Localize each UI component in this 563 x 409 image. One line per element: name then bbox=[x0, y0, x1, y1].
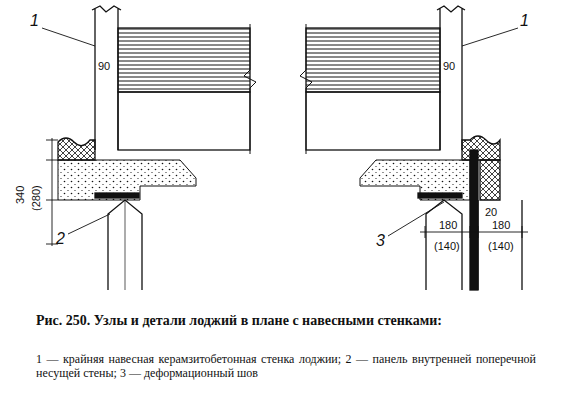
callout-number: 2 bbox=[56, 230, 65, 248]
callout-number: 1 bbox=[30, 12, 39, 30]
legend-text: 1 — крайняя навесная керамзитобетонная с… bbox=[36, 352, 536, 381]
callout-number: 3 bbox=[376, 232, 385, 250]
dimension: 180 bbox=[491, 219, 511, 231]
dimension: 90 bbox=[442, 60, 456, 72]
dimension: (140) bbox=[433, 240, 461, 252]
loggia-plan-drawing bbox=[0, 0, 563, 300]
figure-caption: Рис. 250. Узлы и детали лоджий в плане с… bbox=[36, 312, 536, 330]
dimension: (280) bbox=[30, 184, 42, 212]
dimension: 20 bbox=[484, 206, 498, 218]
dimension: 90 bbox=[97, 60, 111, 72]
dimension: 180 bbox=[438, 219, 458, 231]
dimension: 340 bbox=[14, 185, 26, 205]
dimension: (140) bbox=[487, 240, 515, 252]
callout-number: 1 bbox=[520, 12, 529, 30]
